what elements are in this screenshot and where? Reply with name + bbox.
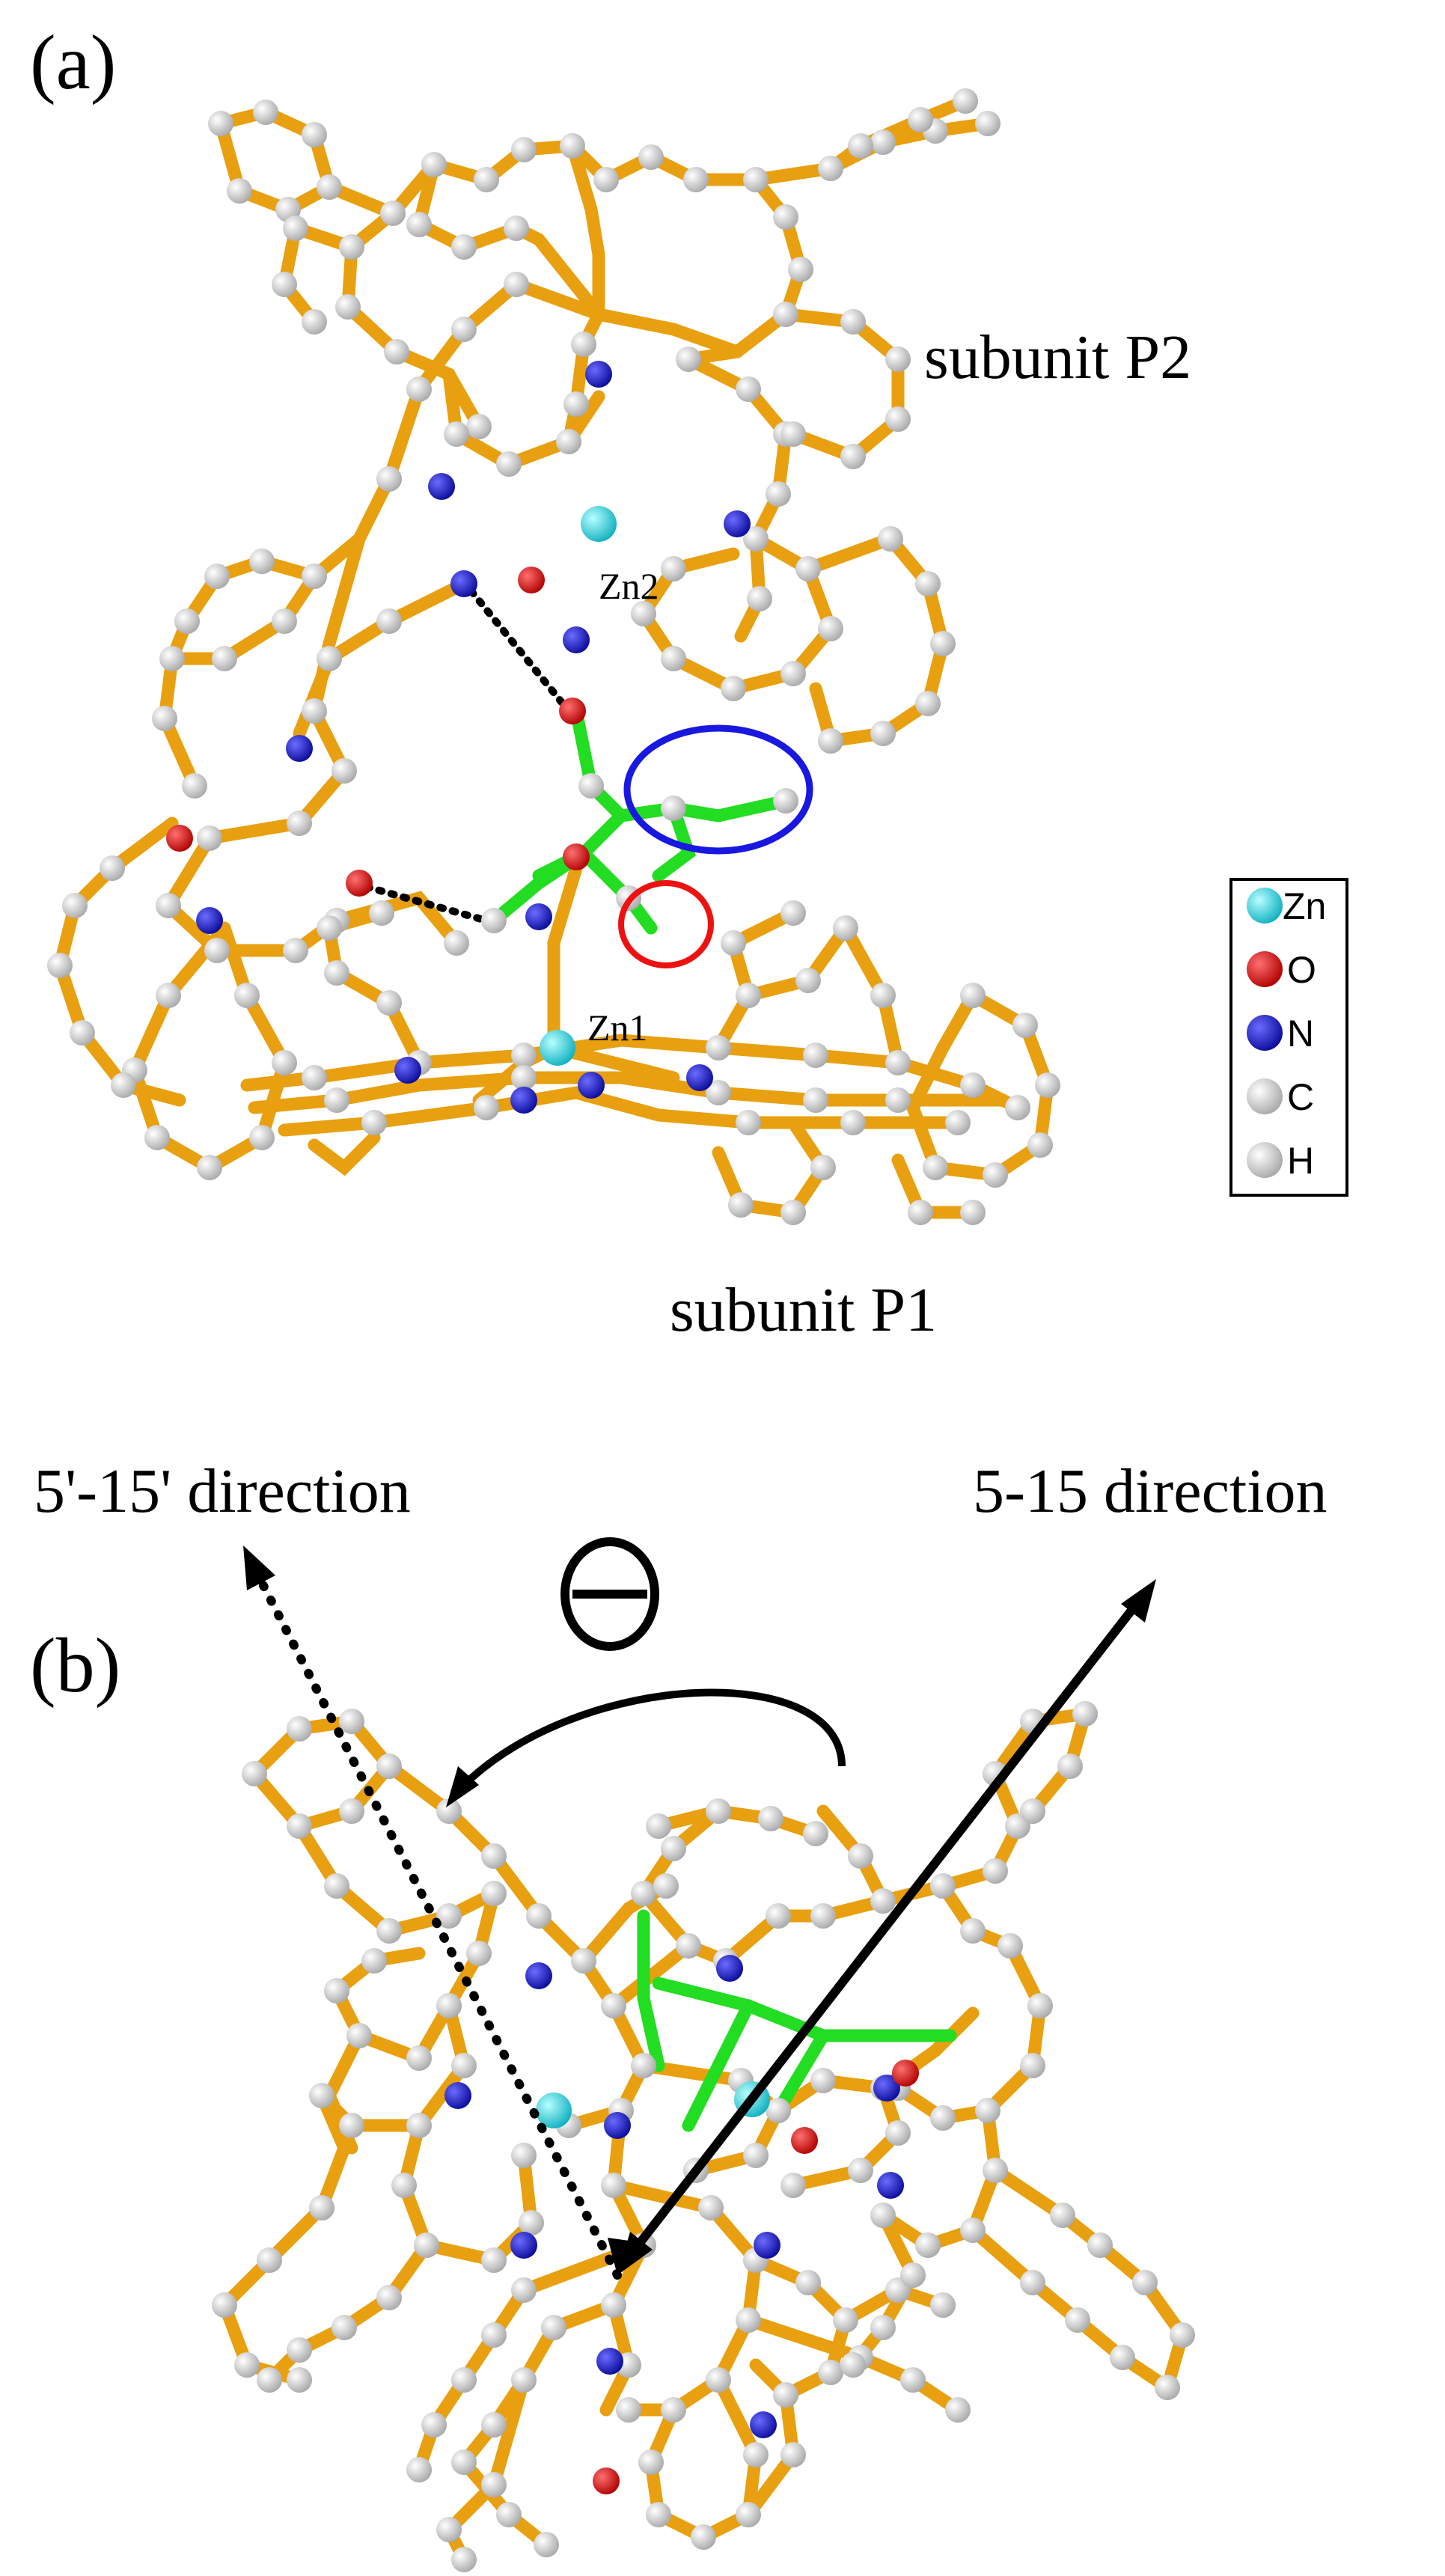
angle-arrowhead-icon [446, 1766, 479, 1807]
legend-label-zn: Zn [1283, 885, 1326, 927]
subunit-p2-label: subunit P2 [924, 323, 1191, 392]
legend-label-n: N [1287, 1013, 1314, 1054]
ligand-b-bonds [637, 1909, 957, 2132]
n-atom-icon [1247, 1015, 1283, 1051]
highlight-blue-ellipse [623, 724, 813, 855]
direction-left-label: 5'-15' direction [34, 1456, 411, 1526]
panel-b-label: (b) [30, 1623, 120, 1709]
direction-5-15-line [629, 1595, 1145, 2256]
h-atom-icon [1247, 1142, 1283, 1178]
molecule-b-atoms [212, 1701, 1195, 2572]
panel-b: 5'-15' direction 5-15 direction (b) [30, 1456, 1328, 2572]
molecule-a-atoms [47, 88, 1060, 1225]
legend-item-h: H [1247, 1140, 1314, 1182]
legend-item-zn: Zn [1247, 885, 1326, 927]
direction-meeting-arrowhead-icon [608, 2238, 640, 2275]
angle-arrow [461, 1688, 846, 1788]
subunit-p1-label: subunit P1 [670, 1275, 937, 1345]
o-atom-icon [1247, 951, 1283, 987]
highlight-red-ellipse [618, 880, 714, 968]
direction-right-label: 5-15 direction [973, 1456, 1328, 1526]
hbond-lines [363, 587, 572, 924]
zn1-label: Zn1 [587, 1007, 648, 1049]
direction-5prime-15prime-arrowhead-icon [243, 1545, 275, 1590]
zn2-label: Zn2 [599, 565, 659, 607]
theta-symbol [560, 1537, 659, 1651]
panel-a: (a) [30, 19, 1191, 1345]
molecule-b-bonds [217, 1706, 1190, 2566]
direction-5prime-15prime-line [254, 1571, 622, 2280]
c-atom-icon [1247, 1078, 1283, 1114]
legend-label-c: C [1287, 1076, 1314, 1118]
panel-a-label: (a) [30, 19, 116, 106]
legend-label-o: O [1287, 949, 1316, 991]
legend-item-o: O [1247, 949, 1316, 991]
zn-atom-icon [1247, 888, 1283, 924]
element-legend: Zn O N C H [1229, 878, 1348, 1197]
legend-item-c: C [1247, 1076, 1314, 1118]
legend-item-n: N [1247, 1013, 1314, 1054]
direction-5-15-arrowhead-top-icon [1121, 1579, 1156, 1623]
direction-5-15-arrowhead-bottom-icon [617, 2232, 653, 2275]
legend-label-h: H [1287, 1140, 1314, 1182]
